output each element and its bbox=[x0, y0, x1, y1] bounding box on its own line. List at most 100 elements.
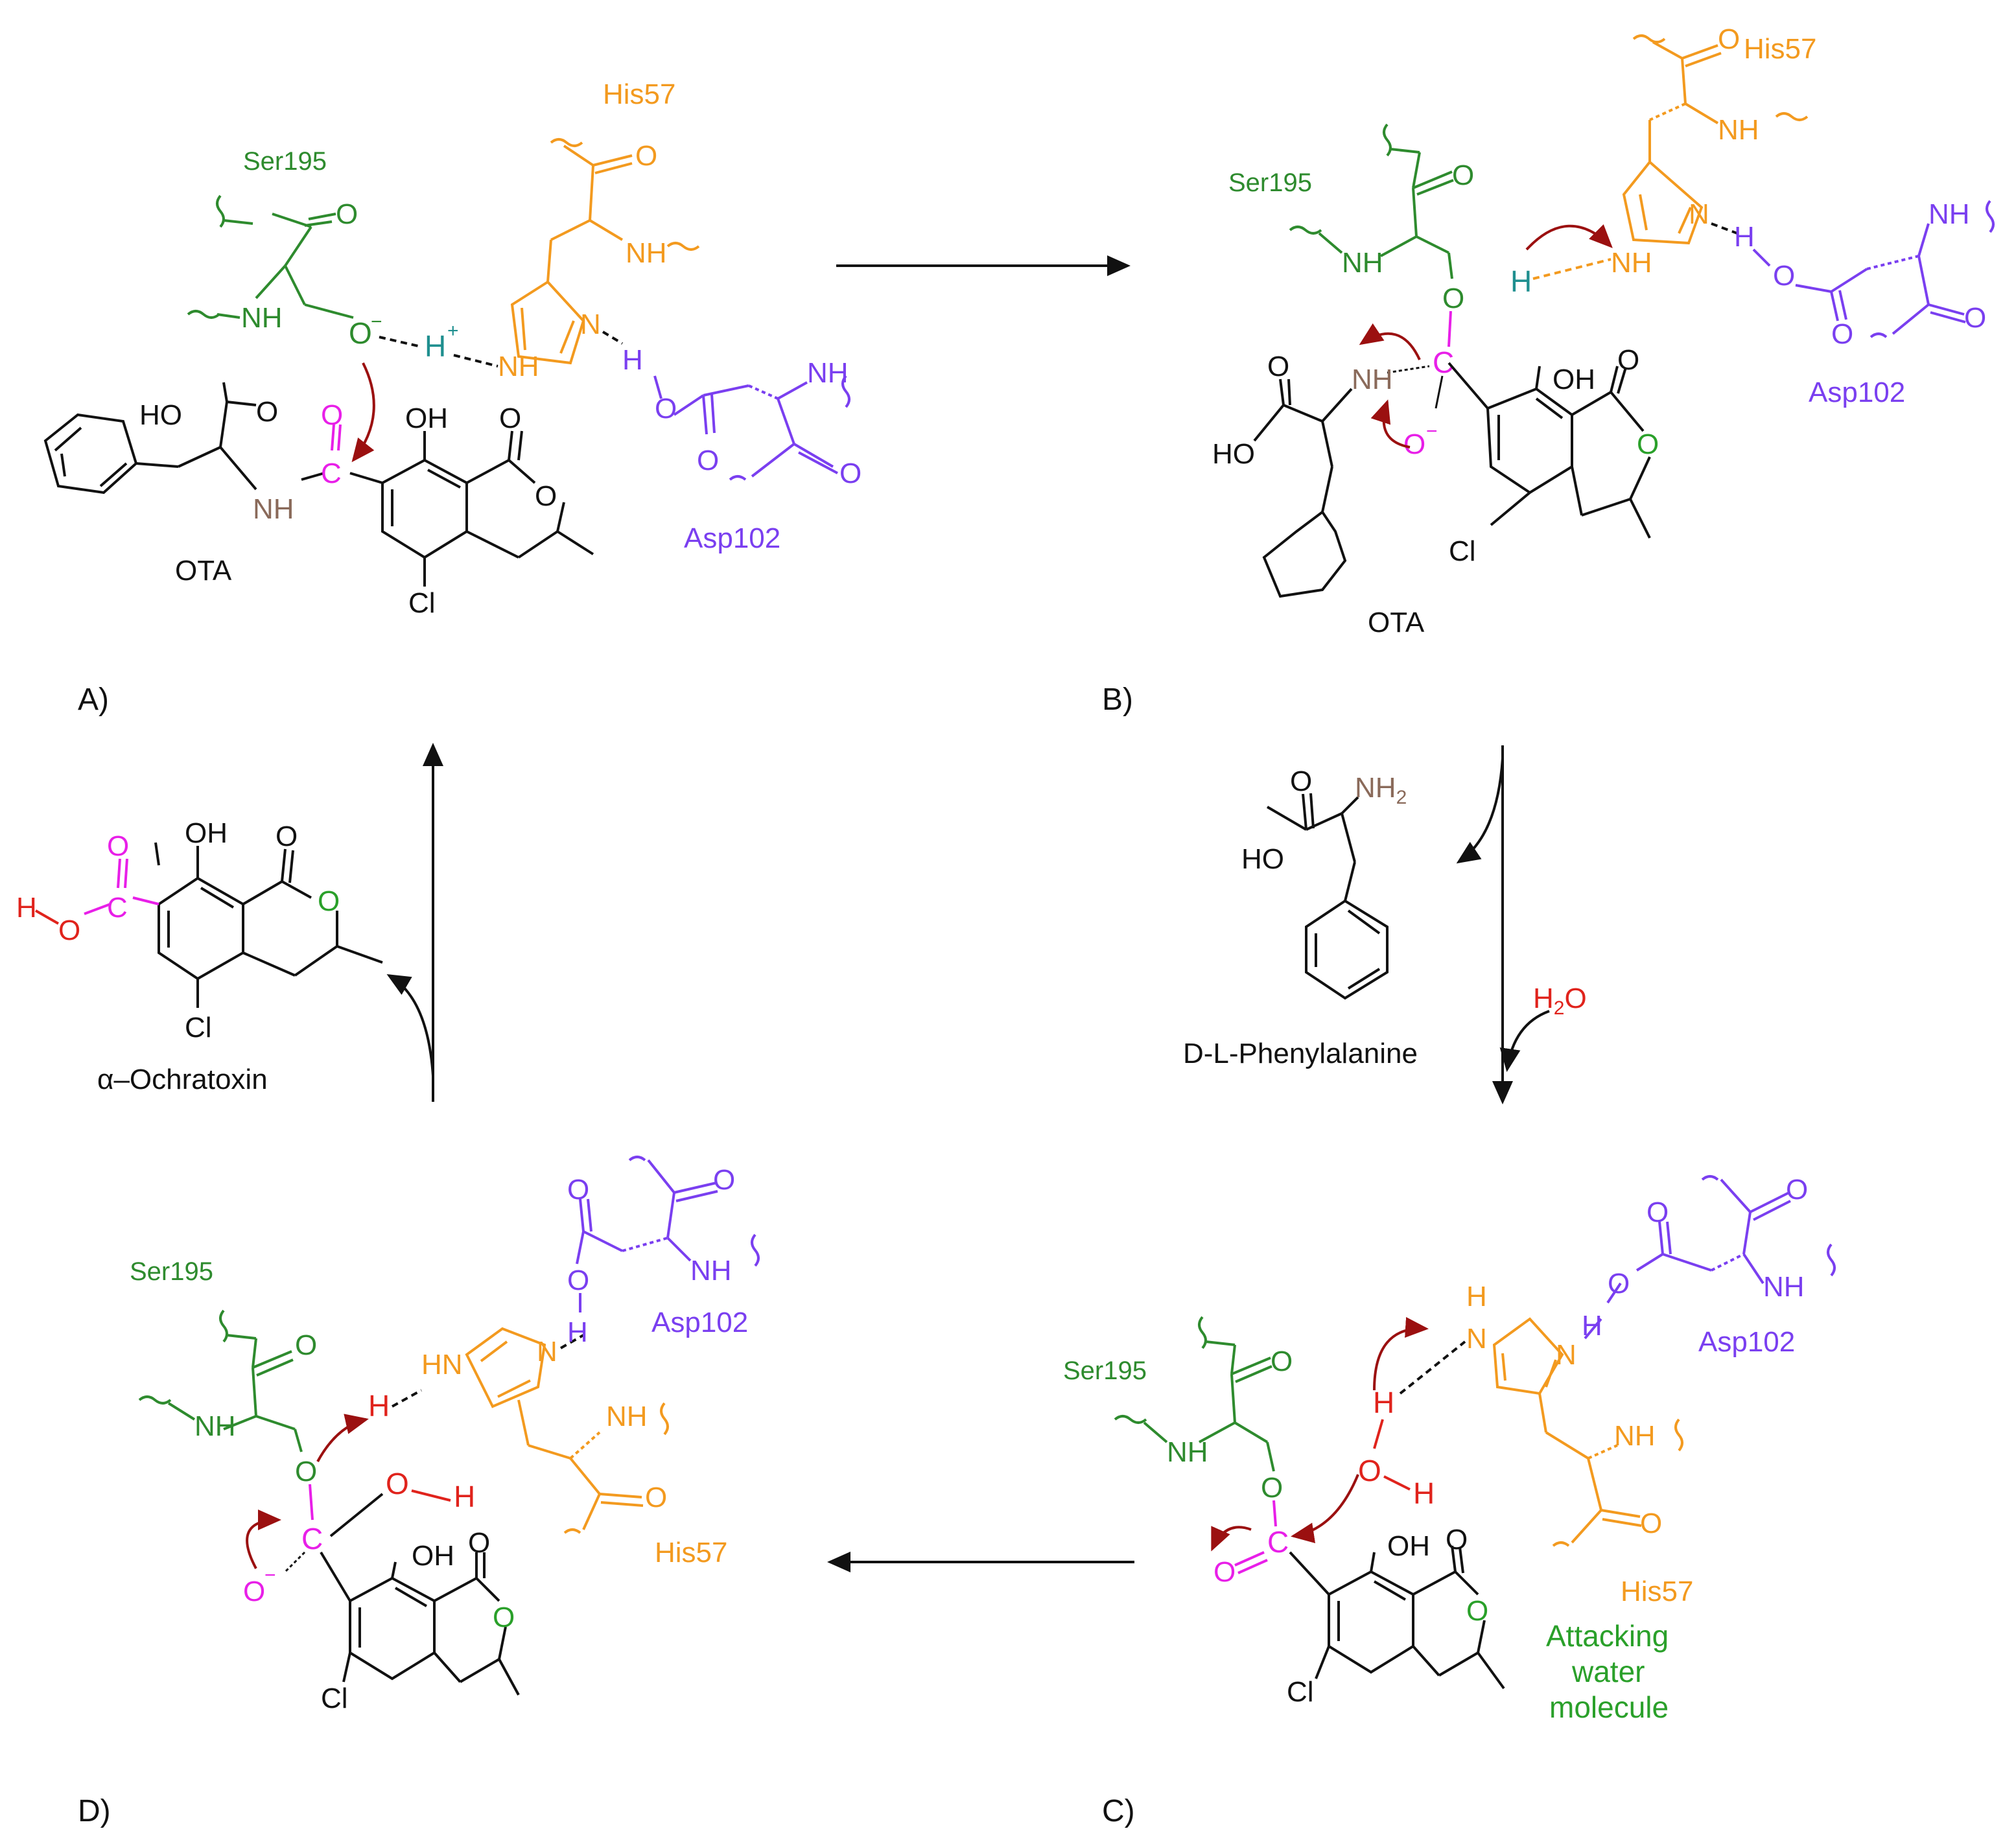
panel-c: Ser195 O NH O C O H O H bbox=[1063, 1174, 1836, 1828]
panel-b-curly-3 bbox=[1525, 224, 1613, 251]
panel-c-his-label: His57 bbox=[1621, 1576, 1694, 1607]
his57-bonds-c bbox=[1492, 1317, 1683, 1547]
panel-b-ser-nh: NH bbox=[1342, 247, 1383, 279]
his57-bonds-d bbox=[465, 1327, 669, 1534]
panel-c-oh: OH bbox=[1387, 1530, 1430, 1562]
panel-b-ser-o: O bbox=[1442, 283, 1464, 314]
panel-b: Ser195 O NH O C O − NH bbox=[1102, 23, 1995, 717]
panel-b-h: H bbox=[1510, 264, 1532, 298]
panel-b-oh: OH bbox=[1553, 364, 1595, 395]
panel-d-o-minus: O bbox=[243, 1576, 265, 1607]
panel-d: Ser195 O NH O C O H O − H bbox=[78, 1156, 760, 1828]
panel-b-asp-o: O bbox=[1773, 260, 1795, 292]
panel-a-ho-o: O bbox=[256, 396, 278, 428]
panel-c-asp-o-c: O bbox=[1647, 1196, 1669, 1228]
ochra-name: α–Ochratoxin bbox=[97, 1064, 268, 1095]
ota-bonds-a bbox=[43, 382, 257, 495]
panel-d-o-h: O bbox=[386, 1467, 409, 1500]
panel-b-asp-nh: NH bbox=[1928, 198, 1970, 230]
panel-d-ser-o: O bbox=[295, 1456, 317, 1487]
panel-c-his-h-top: H bbox=[1466, 1281, 1487, 1312]
panel-c-his-nh: NH bbox=[1614, 1420, 1656, 1452]
phe-o: O bbox=[1290, 765, 1312, 797]
panel-d-his-o: O bbox=[645, 1482, 667, 1513]
panel-c-o-c-bond bbox=[1272, 1500, 1277, 1527]
panel-c-label: C) bbox=[1102, 1794, 1135, 1828]
panel-a-asp-o-backbone: O bbox=[839, 458, 861, 489]
ochra-lac-o1: O bbox=[275, 821, 298, 852]
panel-d-his-nh: NH bbox=[606, 1401, 648, 1432]
panel-b-cl: Cl bbox=[1449, 535, 1476, 567]
panel-d-o-h-bond bbox=[411, 1489, 451, 1502]
panel-c-asp-label: Asp102 bbox=[1698, 1326, 1795, 1358]
panel-c-lac-o2: O bbox=[1466, 1595, 1488, 1627]
panel-a-lac-o2: O bbox=[535, 480, 557, 512]
ser195-bonds-b bbox=[1289, 123, 1454, 279]
panel-d-ser-o-backbone: O bbox=[295, 1329, 317, 1361]
panel-a-cl: Cl bbox=[408, 587, 436, 619]
panel-d-oh: OH bbox=[412, 1540, 454, 1572]
panel-b-lac-o1: O bbox=[1617, 344, 1639, 376]
alpha-ochratoxin-product: O C O H OH O O Cl α–Ochratoxin bbox=[16, 817, 383, 1095]
panel-a-his-nh: NH bbox=[626, 237, 667, 269]
panel-d-hbond-1 bbox=[392, 1389, 422, 1408]
panel-b-his-label: His57 bbox=[1744, 33, 1817, 65]
panel-d-asp-o-backbone: O bbox=[713, 1164, 735, 1196]
panel-a-carb-c: C bbox=[321, 458, 342, 489]
panel-c-cl: Cl bbox=[1287, 1676, 1314, 1708]
panel-d-asp-o: O bbox=[567, 1265, 589, 1296]
panel-d-his-hn: HN bbox=[421, 1349, 463, 1381]
arrow-water-entry bbox=[1499, 1010, 1550, 1072]
panel-a-ota-label: OTA bbox=[175, 555, 232, 587]
ochra-lac-o2: O bbox=[318, 885, 340, 917]
panel-b-nh-c-bond bbox=[1387, 365, 1430, 374]
panel-d-lac-o2: O bbox=[493, 1602, 515, 1633]
panel-a-his-ring-n: N bbox=[580, 309, 601, 340]
panel-d-o-minus-charge: − bbox=[264, 1565, 276, 1586]
panel-c-note-2: water bbox=[1571, 1655, 1645, 1688]
panel-c-lac-o1: O bbox=[1446, 1524, 1468, 1556]
phe-nh2: NH2 bbox=[1355, 772, 1407, 808]
panel-d-label: D) bbox=[78, 1794, 111, 1828]
reaction-arrows bbox=[386, 255, 1550, 1572]
phe-ho: HO bbox=[1241, 843, 1284, 875]
ochra-cl: Cl bbox=[185, 1012, 212, 1043]
panel-d-his-n: N bbox=[537, 1336, 557, 1368]
asp102-bonds-c bbox=[1584, 1175, 1836, 1340]
panel-a-his-o: O bbox=[635, 140, 657, 172]
panel-b-c-tet: C bbox=[1433, 345, 1454, 379]
phenylalanine-product: O HO NH2 D-L-Phenylalanine bbox=[1183, 765, 1418, 1069]
panel-d-ser-nh: NH bbox=[194, 1410, 236, 1442]
panel-a-curly-arrow bbox=[351, 362, 375, 463]
panel-b-ser-label: Ser195 bbox=[1228, 169, 1312, 197]
panel-c-c: C bbox=[1267, 1525, 1289, 1559]
arrow-ochratoxin-release bbox=[386, 973, 434, 1077]
phe-name: D-L-Phenylalanine bbox=[1183, 1038, 1418, 1069]
panel-c-asp-nh: NH bbox=[1763, 1271, 1805, 1303]
ser195-bonds-c bbox=[1114, 1316, 1275, 1472]
panel-a-h-plus: H bbox=[425, 329, 446, 363]
panel-b-hbond-1 bbox=[1532, 258, 1612, 280]
panel-b-cooh-o: O bbox=[1267, 351, 1289, 382]
panel-d-hbond-2 bbox=[560, 1334, 584, 1349]
panel-b-lac-o2: O bbox=[1637, 428, 1659, 460]
ochra-oh: OH bbox=[185, 817, 228, 849]
panel-d-c-tet: C bbox=[301, 1522, 323, 1556]
panel-b-ota-label: OTA bbox=[1368, 607, 1425, 638]
panel-c-note-1: Attacking bbox=[1546, 1619, 1669, 1653]
panel-c-h-water: H bbox=[1413, 1476, 1435, 1510]
panel-a-hbond-3 bbox=[602, 331, 624, 345]
panel-a-his-ring-nh: NH bbox=[498, 351, 539, 382]
asp102-bonds bbox=[653, 375, 850, 481]
panel-d-o-c-bond bbox=[309, 1484, 314, 1521]
panel-b-his-nh: NH bbox=[1718, 114, 1759, 146]
panel-d-his-label: His57 bbox=[655, 1537, 728, 1568]
panel-c-curly-2 bbox=[1291, 1474, 1359, 1543]
panel-b-curly-1 bbox=[1359, 323, 1421, 360]
panel-c-o-h2-bond bbox=[1383, 1475, 1411, 1491]
panel-c-his-o: O bbox=[1640, 1508, 1662, 1539]
ota-ring-d bbox=[320, 1551, 520, 1696]
panel-a-asp-nh: NH bbox=[807, 357, 849, 389]
panel-a-asp-h: H bbox=[622, 344, 643, 376]
ser195-bonds-d bbox=[138, 1309, 303, 1452]
